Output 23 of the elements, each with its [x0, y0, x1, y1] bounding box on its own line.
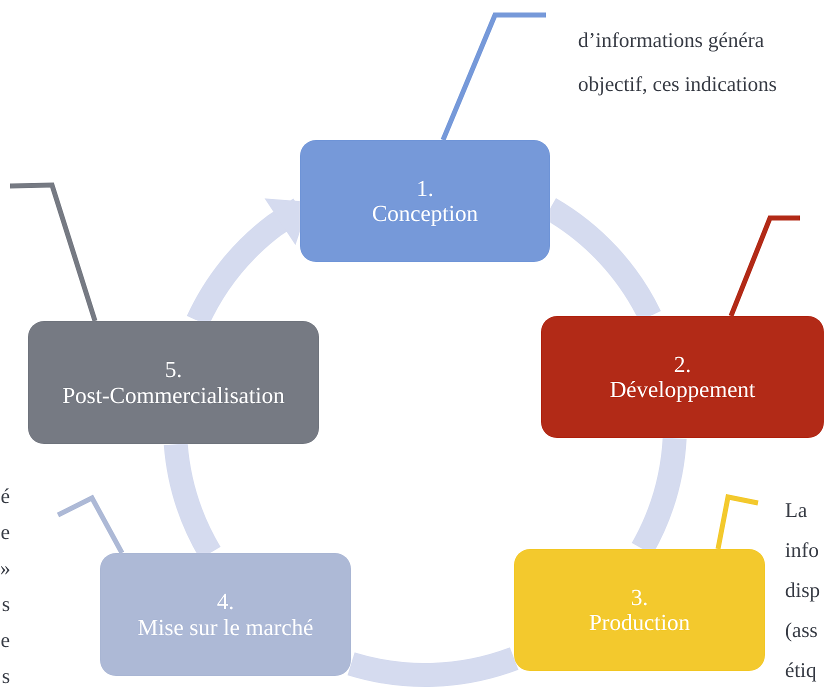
stage-title: Conception — [372, 201, 478, 226]
stage-title: Mise sur le marché — [138, 614, 314, 640]
stage-box — [100, 553, 351, 676]
leader-line — [56, 494, 124, 554]
stage-number: 3. — [630, 584, 648, 610]
stage-number: 4. — [216, 589, 234, 614]
stage-box — [514, 549, 765, 671]
stage-number: 5. — [164, 357, 182, 382]
stage-number: 2. — [674, 352, 692, 377]
leader-line — [10, 182, 98, 322]
description-text: La info disp (ass étiq — [758, 490, 824, 694]
stage-title: Post-Commercialisation — [62, 382, 285, 408]
stage-title: Production — [589, 610, 690, 636]
stage-number: 1. — [416, 176, 434, 201]
leader-line — [728, 216, 800, 317]
description-text: d’informations généra objectif, ces indications — [546, 18, 824, 106]
leader-line — [716, 494, 758, 550]
stage-title: Développement — [610, 377, 756, 402]
stage-box — [28, 321, 319, 444]
description-text: é e » s e s — [0, 478, 58, 694]
stage-box — [541, 316, 824, 438]
leader-line — [440, 12, 546, 141]
stage-box — [300, 140, 550, 262]
